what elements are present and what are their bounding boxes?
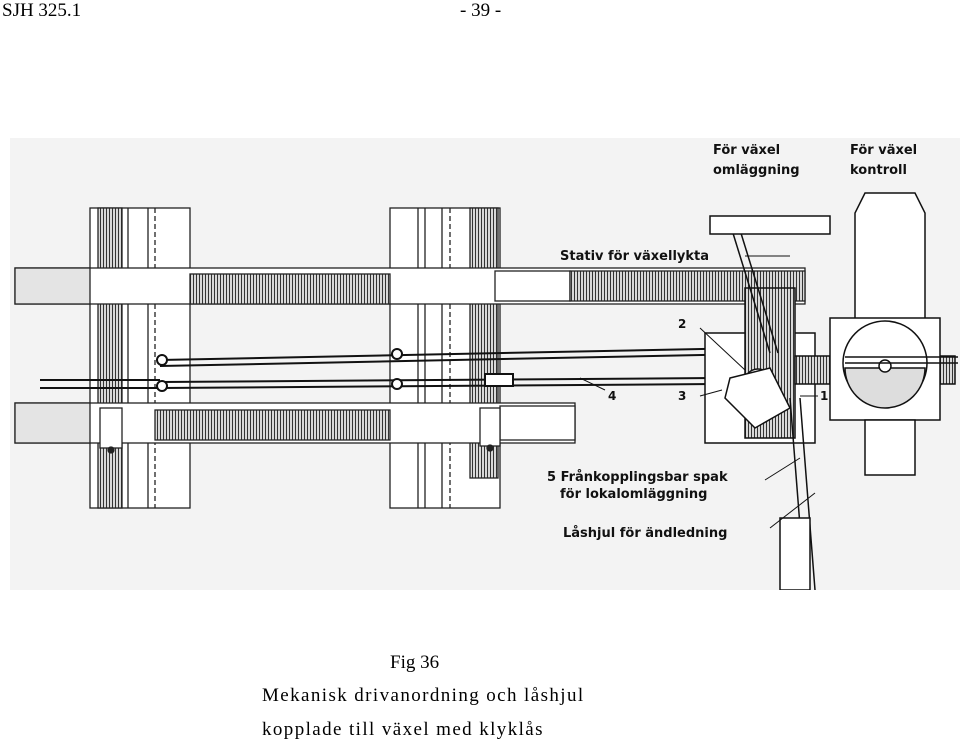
caption-line-1: Mekanisk drivanordning och låshjul (262, 685, 585, 706)
document-id: SJH 325.1 (2, 0, 82, 21)
drive-rods (40, 347, 751, 392)
label-num-4: 4 (608, 389, 616, 403)
caption-line-2: kopplade till växel med klyklås (262, 719, 544, 740)
label-spak-1: 5 Frånkopplingsbar spak (547, 470, 728, 485)
label-for-vaxel-kontroll-1: För växel (850, 143, 917, 158)
leader-lines (579, 255, 818, 529)
label-lashjul: Låshjul för ändledning (563, 526, 727, 541)
left-post (89, 207, 191, 509)
page-number: - 39 - (460, 0, 502, 21)
upper-rail (14, 267, 806, 305)
middle-post (389, 207, 501, 509)
drawing-svg: För växel omläggning För växel kontroll … (14, 143, 958, 590)
label-for-vaxel-omlaggning-2: omläggning (713, 163, 800, 178)
figure-number: Fig 36 (390, 652, 440, 673)
label-num-3: 3 (678, 389, 686, 403)
drive-mechanism (704, 215, 956, 590)
label-num-1: 1 (820, 389, 828, 403)
label-num-2: 2 (678, 317, 686, 331)
label-for-vaxel-kontroll-2: kontroll (850, 163, 907, 178)
mechanical-drawing-figure: För växel omläggning För växel kontroll … (10, 138, 960, 590)
label-for-vaxel-omlaggning-1: För växel (713, 143, 780, 158)
label-spak-2: för lokalomläggning (560, 487, 707, 502)
label-stativ: Stativ för växellykta (560, 249, 709, 264)
lower-rail (14, 402, 576, 454)
indicator-housing (829, 192, 958, 476)
